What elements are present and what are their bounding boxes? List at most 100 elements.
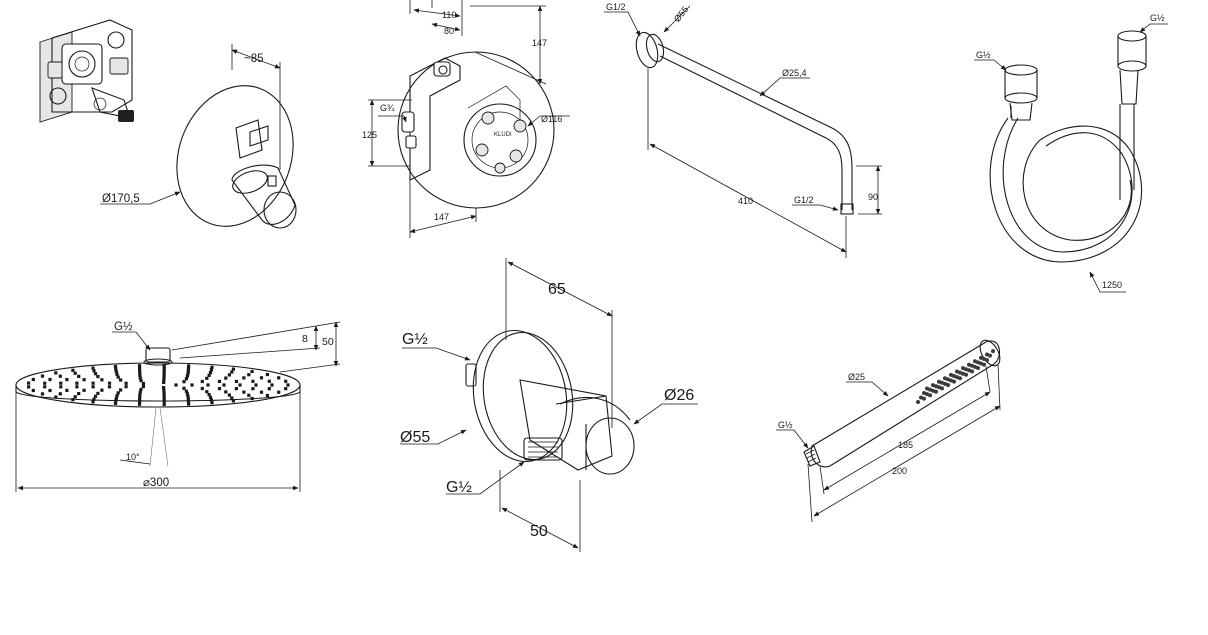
- nozzle-dot: [71, 368, 75, 372]
- hand-nozzle-dot: [916, 400, 920, 404]
- nozzle-dot: [186, 394, 190, 398]
- nozzle-dot: [139, 387, 143, 391]
- nozzle-dot: [206, 383, 210, 387]
- nozzle-dot: [43, 385, 47, 389]
- nozzle-dot: [200, 379, 204, 384]
- hand-nozzle-dot: [964, 367, 968, 372]
- hand-nozzle-dot: [961, 371, 965, 376]
- nozzle-dot: [230, 370, 234, 374]
- nozzle-dot: [234, 387, 238, 391]
- arm-dim-g12-bottom: G1/2: [794, 195, 814, 205]
- nozzle-dot: [75, 385, 79, 389]
- mixer-dim-110: 110: [442, 10, 456, 20]
- nozzle-dot: [254, 383, 258, 387]
- nozzle-dot: [247, 373, 251, 377]
- nozzle-dot: [162, 390, 166, 394]
- nozzle-dot: [31, 388, 35, 393]
- hand-nozzle-dot: [973, 359, 977, 364]
- hand-nozzle-dot: [979, 361, 983, 366]
- thermostat-trim: ~85 Ø170,5: [100, 44, 297, 229]
- outlet-dim-50: 50: [530, 523, 548, 540]
- nozzle-dot: [205, 390, 209, 394]
- nozzle-dot: [124, 385, 128, 389]
- hand-nozzle-dot: [973, 364, 977, 369]
- nozzle-dot: [31, 377, 35, 382]
- nozzle-dot: [73, 395, 77, 399]
- nozzle-dot: [200, 386, 204, 391]
- nozzle-dot: [265, 372, 269, 377]
- nozzle-dot: [174, 383, 178, 387]
- hose-dim-1250: 1250: [1102, 280, 1122, 290]
- nozzle-dot: [100, 378, 104, 382]
- hand-nozzle-dot: [964, 372, 968, 377]
- hand-nozzle-dot: [982, 357, 986, 361]
- arm-dim-55: Ø55: [672, 4, 690, 24]
- rain-dim-g12: G½: [114, 321, 133, 333]
- nozzle-dot: [205, 376, 209, 380]
- nozzle-dot: [222, 383, 226, 387]
- nozzle-dot: [184, 377, 188, 381]
- nozzle-dot: [162, 368, 166, 372]
- nozzle-dot: [270, 383, 274, 387]
- hand-nozzle-dot: [976, 366, 980, 370]
- nozzle-dot: [114, 396, 118, 400]
- rain-dim-angle: 10°: [126, 452, 140, 462]
- nozzle-dot: [116, 391, 120, 395]
- nozzle-dot: [267, 387, 271, 391]
- nozzle-dot: [138, 395, 142, 399]
- nozzle-dot: [186, 366, 191, 371]
- nozzle-dot: [277, 390, 281, 394]
- nozzle-dot: [114, 399, 118, 403]
- hose-dim-g12-left: G½: [976, 50, 991, 60]
- nozzle-dot: [162, 378, 166, 382]
- nozzle-dot: [259, 390, 264, 394]
- hand-nozzle-dot: [979, 355, 983, 360]
- nozzle-dot: [186, 397, 190, 401]
- nozzle-dot: [217, 387, 222, 391]
- nozzle-dot: [91, 385, 95, 389]
- nozzle-dot: [40, 374, 45, 378]
- hand-dim-g12: G½: [778, 420, 793, 430]
- hand-nozzle-dot: [949, 372, 953, 377]
- nozzle-dot: [224, 376, 228, 380]
- nozzle-dot: [242, 376, 246, 380]
- nozzle-dot: [277, 376, 281, 380]
- rain-head-nozzles: [27, 363, 290, 407]
- nozzle-dot: [182, 386, 186, 390]
- nozzle-dot: [242, 390, 246, 394]
- hand-nozzle-dot: [958, 376, 962, 381]
- nozzle-dot: [208, 371, 213, 375]
- hand-nozzle-dot: [991, 349, 995, 354]
- nozzle-dot: [209, 368, 213, 372]
- hand-dim-200: 200: [892, 466, 907, 476]
- nozzle-dot: [82, 388, 86, 392]
- nozzle-dot: [54, 371, 58, 375]
- nozzle-dot: [238, 383, 242, 387]
- nozzle-dot: [186, 369, 190, 373]
- nozzle-dot: [119, 378, 123, 382]
- nozzle-dot: [107, 385, 112, 389]
- nozzle-dot: [115, 372, 119, 376]
- hand-nozzle-dot: [985, 352, 989, 357]
- nozzle-dot: [27, 385, 31, 389]
- arm-dim-254: Ø25,4: [782, 68, 807, 78]
- nozzle-dot: [138, 400, 142, 404]
- nozzle-dot: [113, 401, 118, 405]
- nozzle-dot: [162, 388, 166, 392]
- hand-nozzle-dot: [982, 362, 986, 367]
- nozzle-dot: [48, 388, 52, 393]
- nozzle-dot: [40, 392, 45, 396]
- nozzle-dot: [185, 392, 189, 396]
- hand-nozzle-dot: [988, 353, 992, 358]
- nozzle-dot: [265, 393, 269, 398]
- nozzle-dot: [284, 379, 288, 383]
- nozzle-dot: [100, 388, 104, 392]
- nozzle-dot: [124, 381, 128, 385]
- hand-nozzle-dot: [940, 380, 944, 385]
- nozzle-dot: [116, 375, 120, 379]
- hand-nozzle-dot: [931, 388, 935, 393]
- nozzle-dot: [92, 397, 96, 401]
- nozzle-dot: [208, 395, 213, 399]
- nozzle-dot: [96, 375, 100, 379]
